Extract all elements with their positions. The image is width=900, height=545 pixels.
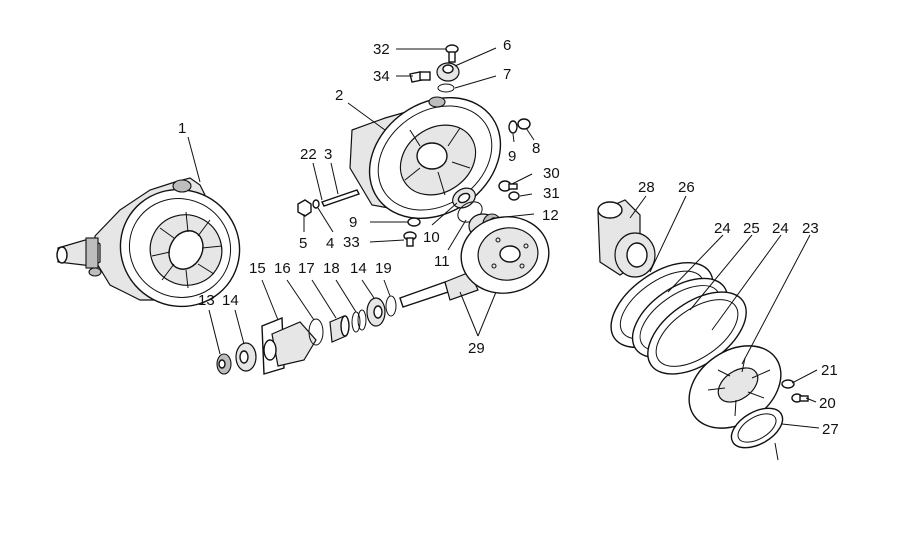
part-26-bearing [614, 232, 656, 278]
part-16-o-ring [308, 318, 324, 346]
callout-23: 23 [802, 220, 819, 237]
callout-4: 4 [326, 235, 334, 252]
part-9-washer-mid [407, 217, 421, 227]
part-33-screw [403, 231, 417, 247]
callout-6: 6 [503, 37, 511, 54]
leader-lines [187, 47, 820, 461]
callout-12: 12 [542, 207, 559, 224]
part-13-nut [216, 353, 232, 375]
part-34-vent [409, 71, 431, 83]
part-29-crown-wheel-pinion [399, 216, 550, 308]
callout-30: 30 [543, 165, 560, 182]
callout-1: 1 [178, 120, 186, 137]
callout-9-mid: 9 [349, 214, 357, 231]
callout-16: 16 [274, 260, 291, 277]
callout-24-right: 24 [772, 220, 789, 237]
callout-15: 15 [249, 260, 266, 277]
callout-11: 11 [434, 253, 450, 270]
part-8-plug [517, 118, 531, 130]
part-14-bearing-right [366, 297, 386, 327]
callout-13: 13 [198, 292, 215, 309]
callout-26: 26 [678, 179, 695, 196]
callout-17: 17 [298, 260, 315, 277]
callout-27: 27 [822, 421, 839, 438]
callout-19: 19 [375, 260, 392, 277]
part-7-o-ring [437, 83, 455, 93]
callout-7: 7 [503, 66, 511, 83]
callout-3: 3 [324, 146, 332, 163]
callout-20: 20 [819, 395, 836, 412]
part-14-bearing-left [235, 342, 257, 372]
part-9-washer-top [508, 120, 518, 134]
callout-14-left: 14 [222, 292, 239, 309]
callout-2: 2 [335, 87, 343, 104]
part-20-screw [791, 393, 809, 403]
part-23-pressure-plate [688, 345, 782, 429]
callout-34: 34 [373, 68, 390, 85]
callout-9-top: 9 [508, 148, 516, 165]
part-32-screw [445, 44, 459, 63]
part-15-flange-sleeve [261, 316, 317, 375]
callout-10: 10 [423, 229, 440, 246]
callout-18: 18 [323, 260, 340, 277]
callout-33: 33 [343, 234, 360, 251]
callout-32: 32 [373, 41, 390, 58]
callout-labels: 1 2 22 3 5 4 32 6 34 7 9 8 30 31 9 33 10… [178, 37, 839, 438]
callout-8: 8 [532, 140, 540, 157]
callout-21: 21 [821, 362, 838, 379]
callout-24-left: 24 [714, 220, 731, 237]
callout-22: 22 [300, 146, 317, 163]
part-30-screw [498, 180, 518, 192]
callout-28: 28 [638, 179, 655, 196]
callout-25: 25 [743, 220, 760, 237]
part-1-rear-housing [56, 177, 241, 308]
part-22-3-stud [312, 189, 360, 209]
callout-5: 5 [299, 235, 307, 252]
callout-14-right: 14 [350, 260, 367, 277]
part-31-washer [508, 191, 520, 201]
part-18-shims [351, 309, 367, 333]
part-19-ring [385, 295, 397, 317]
part-17-spacer [329, 315, 350, 343]
callout-29: 29 [468, 340, 485, 357]
part-5-nut [297, 199, 312, 217]
part-6-cap [436, 62, 460, 82]
part-21-washer [781, 379, 795, 389]
part-27-ring [730, 407, 784, 449]
callout-31: 31 [543, 185, 560, 202]
